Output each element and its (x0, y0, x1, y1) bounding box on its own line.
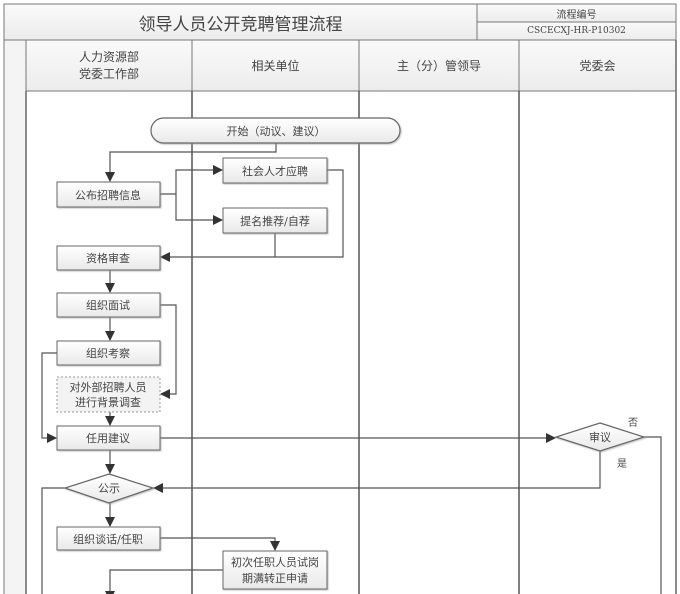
nominate-label: 提名推荐/自荐 (240, 214, 310, 228)
qualification-box (56, 245, 161, 271)
proposal-box (56, 425, 161, 451)
social-apply-label: 社会人才应聘 (242, 164, 308, 178)
talk-label: 组织谈话/任职 (73, 532, 143, 546)
publish-label: 公布招聘信息 (75, 188, 141, 202)
connector-publish-nominate (175, 194, 223, 225)
review-yes-label: 是 (617, 458, 627, 470)
publicity-label: 公示 (98, 482, 120, 495)
probation-label-1: 初次任职人员试岗 (231, 555, 319, 569)
lane-title-units: 相关单位 (251, 59, 300, 73)
interview-box (56, 292, 161, 318)
qualification-label: 资格审查 (86, 251, 130, 265)
connector-talk-probation (160, 537, 280, 551)
lane-header-leader (358, 39, 520, 92)
connector-review-publicity (153, 451, 601, 493)
connector-publish-social (160, 165, 223, 195)
talk-box (56, 526, 161, 551)
inspection-label: 组织考察 (86, 346, 130, 360)
review-decision (554, 422, 646, 452)
social-apply-box (222, 157, 328, 184)
connector-review-no (644, 436, 662, 594)
connector-inspection-proposal (41, 352, 57, 443)
left-gutter (3, 39, 27, 594)
connector-publicity-left (41, 487, 65, 594)
nominate-box (222, 207, 328, 234)
inspection-box (56, 340, 161, 366)
lane-title-leader: 主（分）管领导 (396, 59, 481, 73)
review-label: 审议 (589, 430, 611, 444)
lane-title-hr-line1: 人力资源部 (78, 49, 139, 64)
publish-box (56, 181, 161, 208)
start-terminator (150, 117, 401, 144)
lane-title-committee: 党委会 (579, 59, 616, 73)
connector-interview-background (160, 304, 177, 399)
process-code-value: CSCECXJ-HR-P10302 (527, 26, 626, 36)
review-no-label: 否 (628, 417, 638, 429)
probation-box (222, 550, 328, 590)
proposal-label: 任用建议 (86, 431, 130, 445)
connector-start-publish (105, 143, 277, 182)
connector-social-qualification (160, 169, 344, 262)
background-check-label-2: 进行背景调查 (75, 395, 141, 409)
title-cell (3, 3, 478, 41)
probation-label-2: 期满转正申请 (242, 571, 308, 585)
process-code-label: 流程编号 (556, 9, 597, 21)
start-label: 开始（动议、建议） (227, 124, 326, 138)
lane-header-committee (518, 39, 677, 92)
lane-header-units (191, 39, 360, 92)
lane-title-hr-line2: 党委工作部 (78, 66, 139, 81)
lane-title-hr: 人力资源部 党委工作部 (26, 40, 192, 91)
background-check-label-1: 对外部招聘人员 (70, 380, 147, 394)
connector-probation-down (105, 569, 223, 594)
page-title: 领导人员公开竞聘管理流程 (138, 14, 343, 35)
background-check-box (56, 376, 161, 413)
interview-label: 组织面试 (86, 298, 130, 312)
publicity-decision (63, 473, 155, 504)
lane-header-hr (25, 39, 193, 92)
